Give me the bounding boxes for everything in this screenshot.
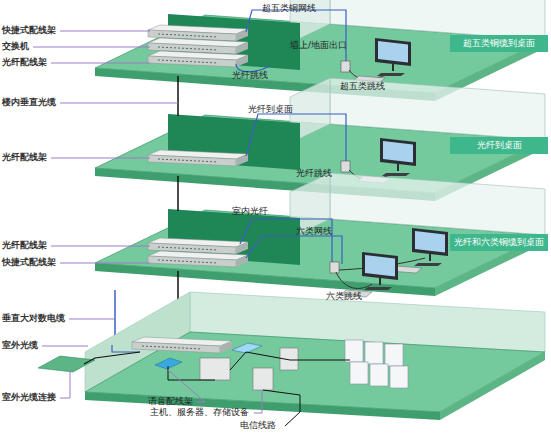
storage-unit [365, 342, 383, 364]
callout-label: 墙上/地面出口 [290, 40, 347, 51]
caption-text: 超五类铜缆到桌面 [463, 38, 535, 49]
part-label: 光纤配线架 [2, 57, 47, 68]
outdoor-cable-joint [38, 356, 95, 372]
server-rack [253, 368, 273, 390]
leader-line [60, 31, 150, 32]
glass-partition [290, 173, 545, 238]
part-label: 光纤配线架 [2, 152, 47, 163]
part-label: 快捷式配线架 [2, 25, 56, 36]
caption-box: 光纤和六类铜缆到桌面 [450, 234, 548, 251]
part-label: 垂直大对数电缆 [2, 313, 65, 324]
distribution-panel [232, 343, 262, 353]
storage-unit [345, 340, 363, 362]
leader-line [42, 346, 88, 347]
main-patch-panel [132, 337, 232, 353]
callout-label: 光纤跳线 [296, 168, 332, 179]
leader-line [51, 158, 150, 159]
caption-text: 光纤到桌面 [477, 140, 522, 151]
workstation [353, 38, 411, 83]
floor-side-edge [440, 352, 545, 420]
glass-partition [290, 78, 545, 143]
leader-line [60, 263, 150, 264]
part-label: 交换机 [2, 41, 29, 52]
patch-panel [148, 251, 248, 267]
cat5e-cable [246, 10, 346, 62]
callout-label: 超五类铜网线 [262, 3, 316, 14]
callout-label: 六类网线 [296, 226, 332, 237]
server-rack [200, 358, 230, 380]
wall-outlet [330, 262, 339, 273]
cable [230, 352, 350, 370]
callout-label: 室内光纤 [232, 206, 268, 217]
cable [168, 366, 215, 380]
part-label: 光纤配线架 [2, 240, 47, 251]
storage-unit [370, 364, 388, 386]
callout-label: 主机、服务器、存储设备 [150, 407, 249, 418]
leader-line [33, 47, 150, 48]
caption-box: 光纤到桌面 [450, 137, 548, 154]
callout-label: 六类跳线 [326, 291, 362, 302]
leader-line [51, 63, 150, 64]
indoor-fiber [240, 219, 332, 262]
callout-label: 光纤跳线 [232, 70, 268, 81]
callout-label: 电信线路 [240, 420, 276, 431]
fiber-panel [148, 150, 248, 166]
fiber-to-desk [246, 114, 346, 163]
workstation [390, 228, 448, 273]
part-label: 室外光缆连接 [2, 392, 56, 403]
storage-unit [350, 362, 368, 384]
fiber-panel [148, 51, 248, 67]
outdoor-fiber [84, 352, 140, 364]
leader-line [60, 370, 70, 398]
leader-line [51, 246, 150, 247]
callout-label: 语音配线架 [148, 396, 193, 407]
workstation [340, 252, 398, 297]
leader-line [60, 103, 178, 104]
caption-text: 光纤和六类铜缆到桌面 [454, 237, 544, 248]
fiber-riser [177, 76, 179, 116]
copper-riser [112, 345, 140, 352]
storage-unit [390, 366, 408, 388]
part-label: 快捷式配线架 [2, 257, 56, 268]
floor-top [85, 332, 545, 412]
caption-box: 超五类铜缆到桌面 [450, 35, 548, 52]
cat6-cable [246, 236, 342, 264]
leader-lines [33, 31, 262, 413]
storage-unit [385, 344, 403, 366]
callout-label: 超五类跳线 [340, 81, 385, 92]
part-label: 楼内垂直光缆 [2, 97, 56, 108]
leader-line [254, 390, 262, 413]
part-label: 室外光缆 [2, 340, 38, 351]
callout-label: 光纤到桌面 [248, 104, 293, 115]
fiber-riser [177, 176, 179, 211]
leader-line [69, 319, 115, 320]
